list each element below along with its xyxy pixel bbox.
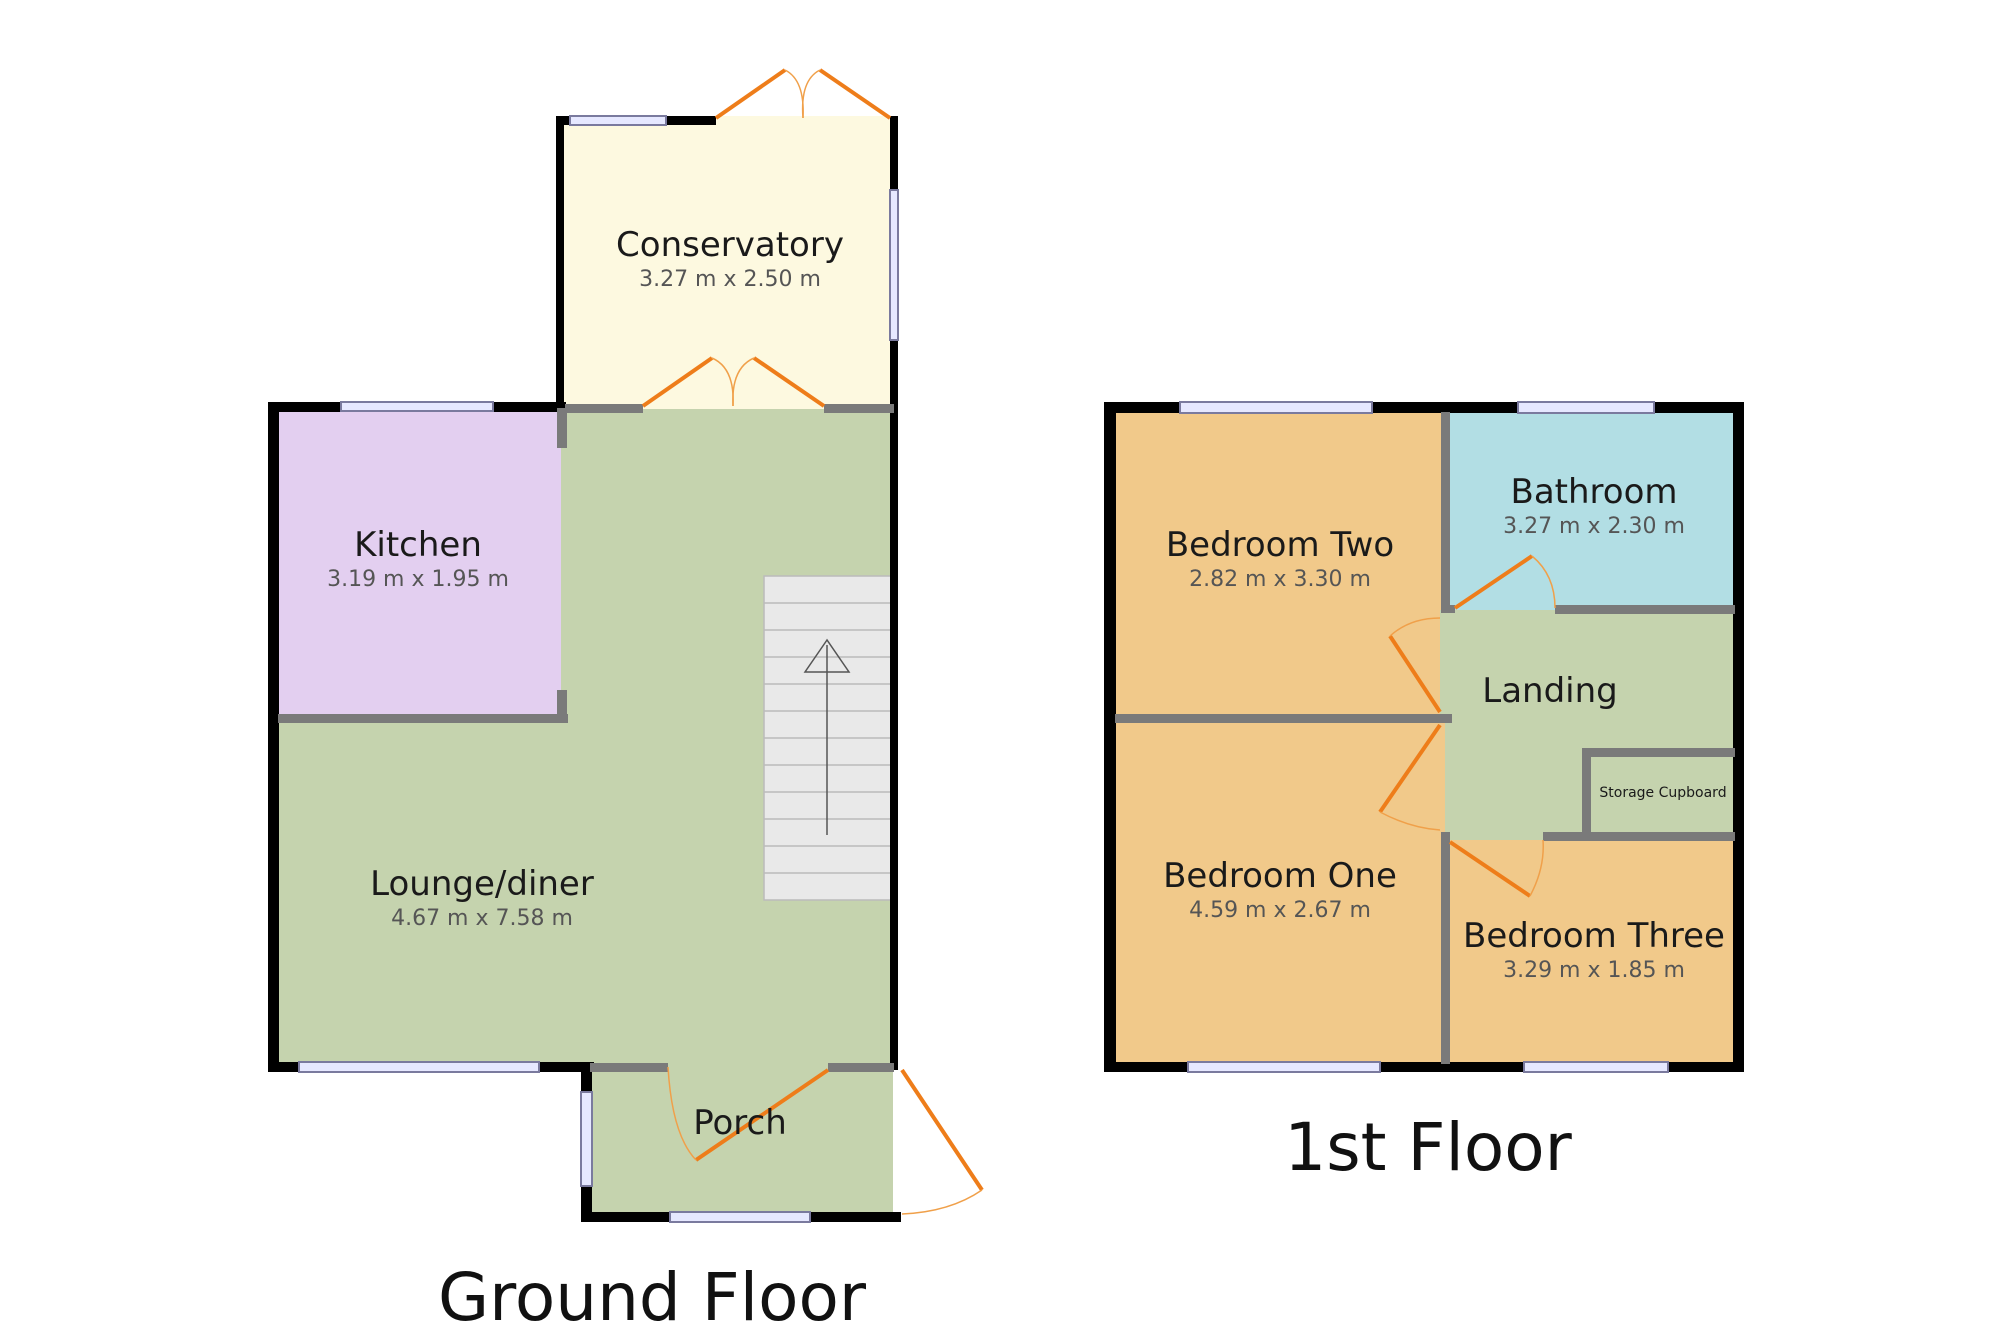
conservatory-fill: [563, 116, 893, 409]
window: [1517, 401, 1655, 414]
porch-fill: [589, 1065, 893, 1213]
bedroom-two-dims: 2.82 m x 3.30 m: [1189, 567, 1371, 592]
window: [569, 115, 667, 126]
porch-inner-door: [667, 1066, 830, 1162]
bedroom-three-fill: [1445, 840, 1735, 1064]
bedroom-three-name: Bedroom Three: [1463, 916, 1725, 956]
ground-floor-title: Ground Floor: [438, 1259, 867, 1333]
window: [1523, 1061, 1669, 1073]
porch-name: Porch: [693, 1103, 787, 1143]
staircase: [763, 575, 894, 901]
conservatory-dims: 3.27 m x 2.50 m: [639, 267, 821, 292]
bedroom-one-name: Bedroom One: [1163, 856, 1397, 896]
ground-floor: Conservatory 3.27 m x 2.50 m Kitchen 3.1…: [268, 68, 984, 1333]
bedroom-three-dims: 3.29 m x 1.85 m: [1503, 958, 1685, 983]
bedroom-two-name: Bedroom Two: [1166, 525, 1394, 565]
conservatory-top-door: [714, 68, 892, 120]
bedroom-one-door: [1378, 723, 1442, 831]
bedroom-one-dims: 4.59 m x 2.67 m: [1189, 898, 1371, 923]
bedroom-two-door: [1388, 617, 1442, 714]
conservatory-patio-door: [641, 356, 826, 408]
window: [1187, 1061, 1381, 1073]
window: [580, 1091, 593, 1187]
bathroom-door: [1453, 554, 1556, 610]
bathroom-dims: 3.27 m x 2.30 m: [1503, 514, 1685, 539]
first-floor-title: 1st Floor: [1284, 1109, 1572, 1186]
lounge-name: Lounge/diner: [370, 864, 594, 904]
storage-cupboard-name: Storage Cupboard: [1599, 785, 1726, 801]
bedroom-two-fill: [1115, 412, 1445, 719]
window: [1179, 401, 1373, 414]
bedroom-one-fill: [1115, 719, 1445, 1064]
kitchen-dims: 3.19 m x 1.95 m: [327, 567, 509, 592]
window: [669, 1211, 811, 1223]
landing-name: Landing: [1482, 671, 1618, 711]
window: [340, 401, 494, 412]
window: [298, 1061, 540, 1073]
first-floor: Bedroom Two 2.82 m x 3.30 m Bathroom 3.2…: [1104, 401, 1744, 1186]
front-door: [900, 1068, 984, 1215]
bedroom-three-door: [1448, 839, 1544, 898]
conservatory-name: Conservatory: [616, 225, 844, 265]
kitchen-name: Kitchen: [354, 525, 482, 565]
lounge-dims: 4.67 m x 7.58 m: [391, 906, 573, 931]
bathroom-name: Bathroom: [1511, 472, 1678, 512]
kitchen-fill: [278, 409, 561, 719]
window: [889, 189, 899, 341]
